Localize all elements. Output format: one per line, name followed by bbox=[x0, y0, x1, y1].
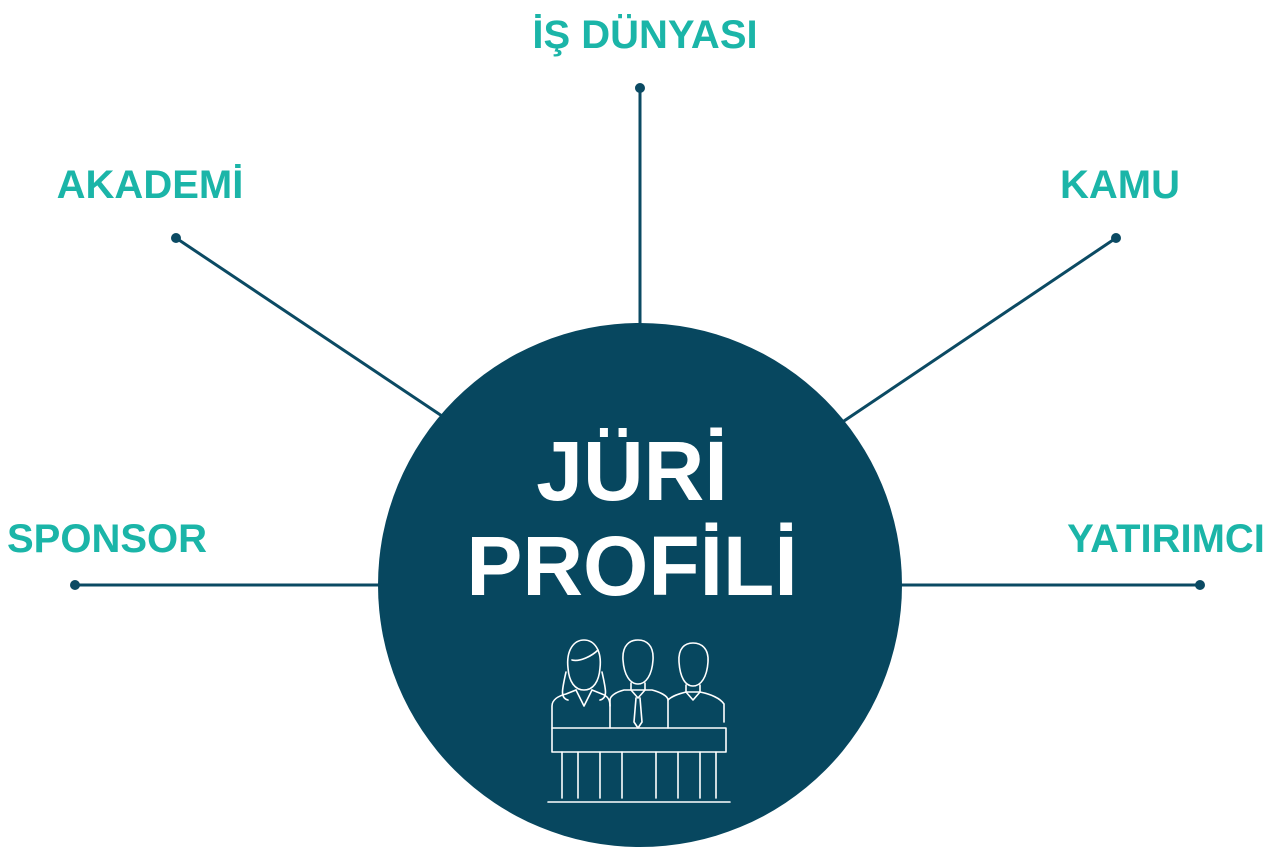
juror-middle-icon bbox=[609, 639, 669, 729]
center-circle bbox=[378, 323, 902, 847]
node-label-akademi: AKADEMİ bbox=[57, 163, 244, 207]
endpoint-dot-akademi bbox=[171, 233, 181, 243]
node-label-sponsor: SPONSOR bbox=[7, 517, 207, 561]
node-label-kamu: KAMU bbox=[1060, 163, 1180, 207]
center-title-line1: JÜRİ bbox=[536, 424, 727, 518]
juror-right-icon bbox=[667, 642, 725, 723]
node-label-yatirimci: YATIRIMCI bbox=[1067, 517, 1265, 561]
endpoint-dot-sponsor bbox=[70, 580, 80, 590]
jury-desk-icon bbox=[547, 727, 731, 803]
juror-left-icon bbox=[551, 639, 611, 729]
endpoint-dot-yatirimci bbox=[1195, 580, 1205, 590]
center-title-line2: PROFİLİ bbox=[466, 519, 797, 613]
node-label-is-dunyasi: İŞ DÜNYASI bbox=[532, 12, 757, 57]
connector-kamu bbox=[837, 236, 1117, 427]
jury-panel-icon bbox=[547, 639, 731, 803]
endpoint-dot-is-dunyasi bbox=[635, 83, 645, 93]
endpoint-dot-kamu bbox=[1111, 233, 1121, 243]
connector-akademi bbox=[175, 236, 446, 420]
